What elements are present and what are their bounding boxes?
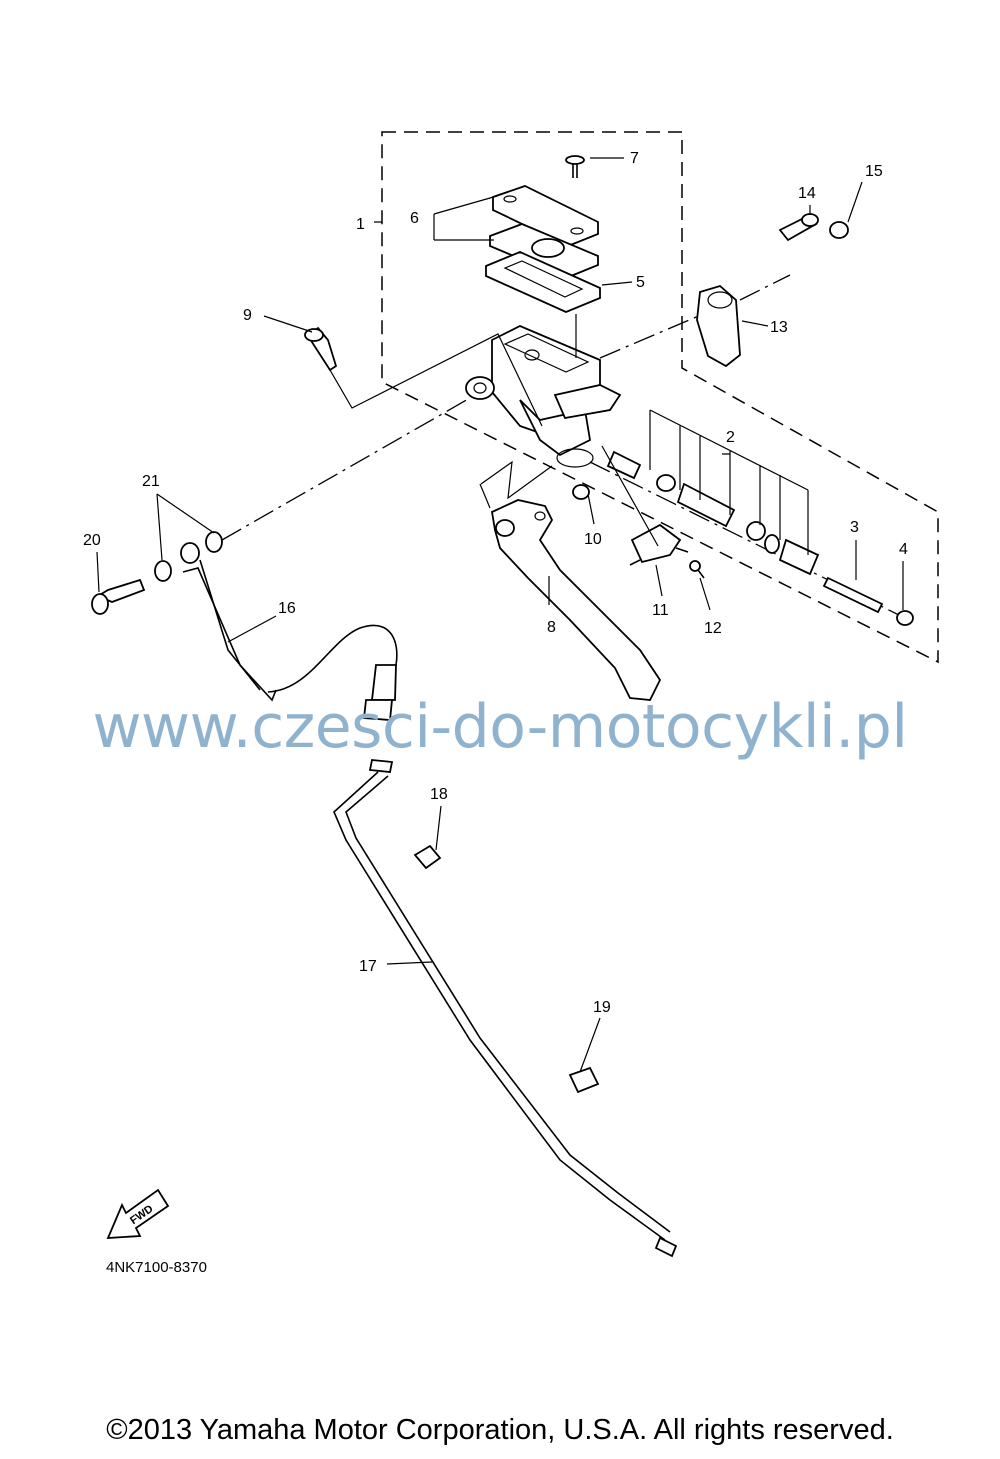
master-cylinder-body xyxy=(465,325,622,468)
callout-13: 13 xyxy=(770,319,788,336)
clutch-hose-part xyxy=(180,542,398,721)
callout-7: 7 xyxy=(630,150,639,167)
pipe-clamp-lower-part xyxy=(568,1066,600,1094)
piston-kit-part xyxy=(606,409,820,576)
diagram-code: 4NK7100-8370 xyxy=(106,1259,207,1276)
nut-part xyxy=(572,484,590,500)
bolt-cap-part xyxy=(829,221,849,239)
callout-19: 19 xyxy=(593,999,611,1016)
pipe-clamp-upper-part xyxy=(413,844,442,870)
reservoir-cap-part xyxy=(492,185,599,247)
callout-2: 2 xyxy=(726,429,735,446)
callout-11: 11 xyxy=(652,602,669,619)
center-line-bolt xyxy=(739,274,791,301)
callout-15: 15 xyxy=(865,163,883,180)
center-line-hose xyxy=(221,397,471,541)
callout-20: 20 xyxy=(83,532,101,549)
callout-4: 4 xyxy=(899,541,908,558)
switch-screw-part xyxy=(689,560,705,579)
callout-10: 10 xyxy=(584,531,602,548)
master-cylinder-clamp-part xyxy=(696,284,741,368)
clutch-lever-part xyxy=(490,499,662,701)
union-bolt-part xyxy=(91,578,146,615)
cap-screw-part xyxy=(565,155,585,178)
callout-16: 16 xyxy=(278,600,296,617)
pivot-bolt-part xyxy=(304,326,338,372)
callout-18: 18 xyxy=(430,786,448,803)
clamp-bolt-part xyxy=(778,213,819,242)
diaphragm-gasket-part xyxy=(485,251,601,313)
copper-washer-upper xyxy=(205,531,223,553)
center-line-piston xyxy=(589,461,906,619)
clutch-pipe-part xyxy=(333,759,678,1258)
leader-lines xyxy=(96,157,904,1073)
push-rod-part xyxy=(822,576,884,614)
forward-arrow-icon: FWD xyxy=(106,1188,170,1239)
callout-5: 5 xyxy=(636,274,645,291)
diaphragm-plate-part xyxy=(489,223,599,279)
assembly-boundary xyxy=(381,131,939,664)
callout-8: 8 xyxy=(547,619,556,636)
callout-9: 9 xyxy=(243,307,252,324)
copyright-notice: ©2013 Yamaha Motor Corporation, U.S.A. A… xyxy=(106,1414,894,1446)
callout-3: 3 xyxy=(850,519,859,536)
callout-12: 12 xyxy=(704,620,722,637)
clutch-switch-part xyxy=(629,523,689,566)
callout-14: 14 xyxy=(798,185,816,202)
watermark-text: www.czesci-do-motocykli.pl xyxy=(92,692,908,762)
callout-1: 1 xyxy=(356,216,365,233)
center-line-clamp xyxy=(599,311,709,359)
callout-21: 21 xyxy=(142,473,160,490)
callout-6: 6 xyxy=(410,210,419,227)
copper-washer-lower xyxy=(154,560,172,582)
dust-boot-part xyxy=(896,610,914,626)
callout-17: 17 xyxy=(359,958,377,975)
